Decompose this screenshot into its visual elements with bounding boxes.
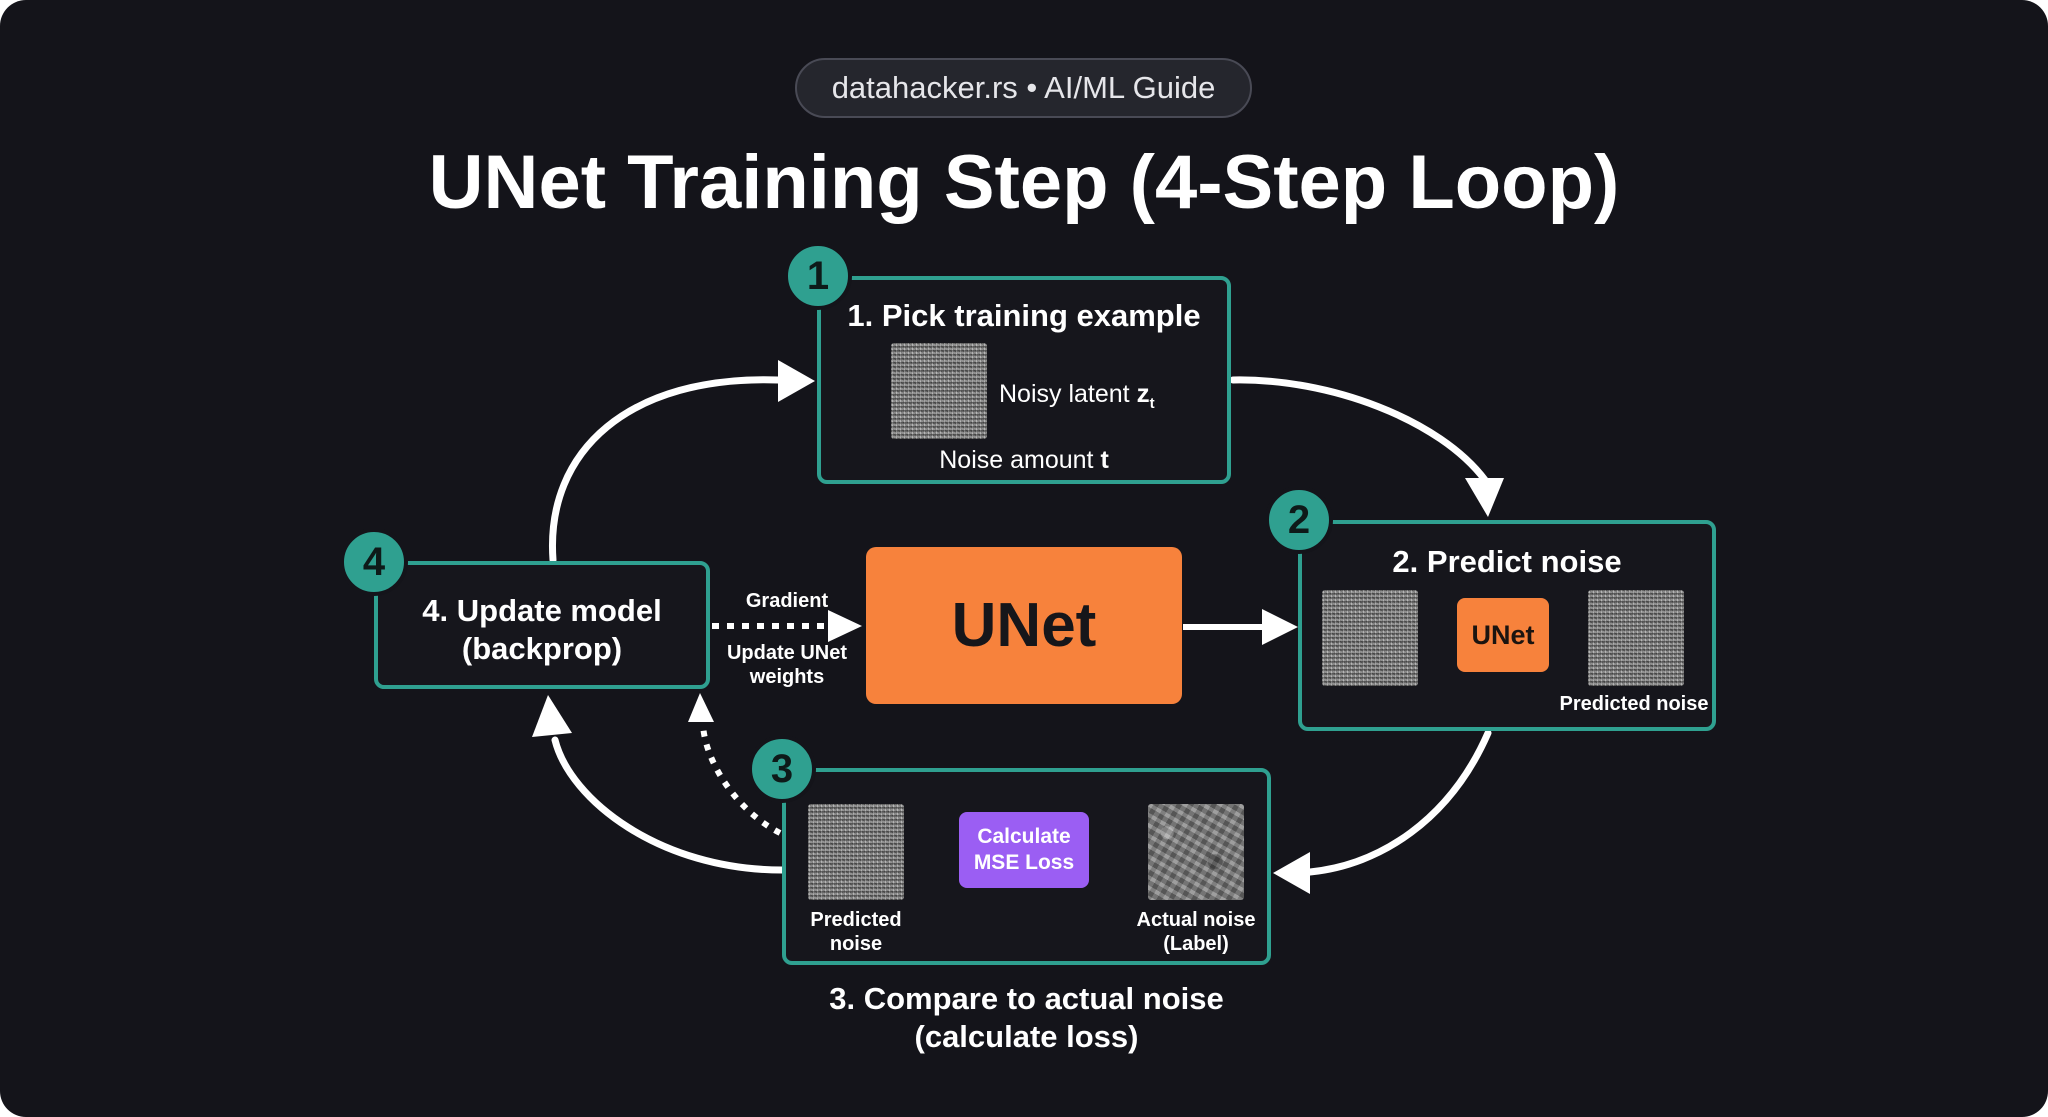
step4-title: 4. Update model (backprop) <box>422 593 662 666</box>
arrow-update-to-pick <box>548 376 782 564</box>
arrowhead-gradient-feedback <box>688 693 714 722</box>
noisy-latent-label: Noisy latent zt <box>999 378 1155 412</box>
arrowhead-into-step3 <box>1273 852 1310 894</box>
arrowhead-gradient-line <box>828 610 862 642</box>
arrow-pick-to-predict <box>1229 376 1489 484</box>
step2-title: 2. Predict noise <box>1392 544 1622 579</box>
actual-noise-image <box>1148 804 1244 900</box>
step2-unet-block: UNet <box>1457 598 1549 672</box>
step4-card: 4. Update model (backprop) <box>374 561 710 689</box>
mse-loss-block: Calculate MSE Loss <box>959 812 1089 888</box>
arrowhead-into-step1 <box>778 360 815 402</box>
arrow-predict-to-compare <box>1306 729 1492 876</box>
step2-predicted-noise-image <box>1588 590 1684 686</box>
step2-predicted-noise-label: Predicted noise <box>1559 693 1709 715</box>
noisy-latent-image <box>891 343 987 439</box>
actual-noise-label: Actual noise (Label) <box>1136 909 1256 955</box>
step3-card: Predicted noise Actual noise (Label) <box>782 768 1271 965</box>
step2-input-noise <box>1322 590 1418 686</box>
update-weights-label: Update UNet weights <box>726 642 847 688</box>
arrowhead-into-step2 <box>1465 478 1504 517</box>
unet-model-block: UNet <box>866 547 1182 704</box>
gradient-label: Gradient <box>745 590 829 612</box>
step3-number-badge: 3 <box>748 735 816 803</box>
step1-card: 1. Pick training example Noisy latent zt… <box>817 276 1231 484</box>
step3-predicted-noise-label: Predicted noise <box>810 909 902 955</box>
arrow-compare-to-update <box>551 736 786 874</box>
step3-predicted-noise-image <box>808 804 904 900</box>
page-title: UNet Training Step (4-Step Loop) <box>428 140 1620 225</box>
source-badge: datahacker.rs • AI/ML Guide <box>795 58 1252 118</box>
step2-number-badge: 2 <box>1265 486 1333 554</box>
step1-title: 1. Pick training example <box>847 298 1201 333</box>
step4-number-badge: 4 <box>340 528 408 596</box>
step1-number-badge: 1 <box>784 242 852 310</box>
noise-amount-label: Noise amount t <box>939 446 1109 474</box>
arrowhead-into-step4 <box>532 695 572 737</box>
step3-caption: 3. Compare to actual noise (calculate lo… <box>829 981 1224 1054</box>
dotted-gradient-feedback <box>700 724 782 836</box>
arrowhead-into-step2-left <box>1262 609 1298 645</box>
